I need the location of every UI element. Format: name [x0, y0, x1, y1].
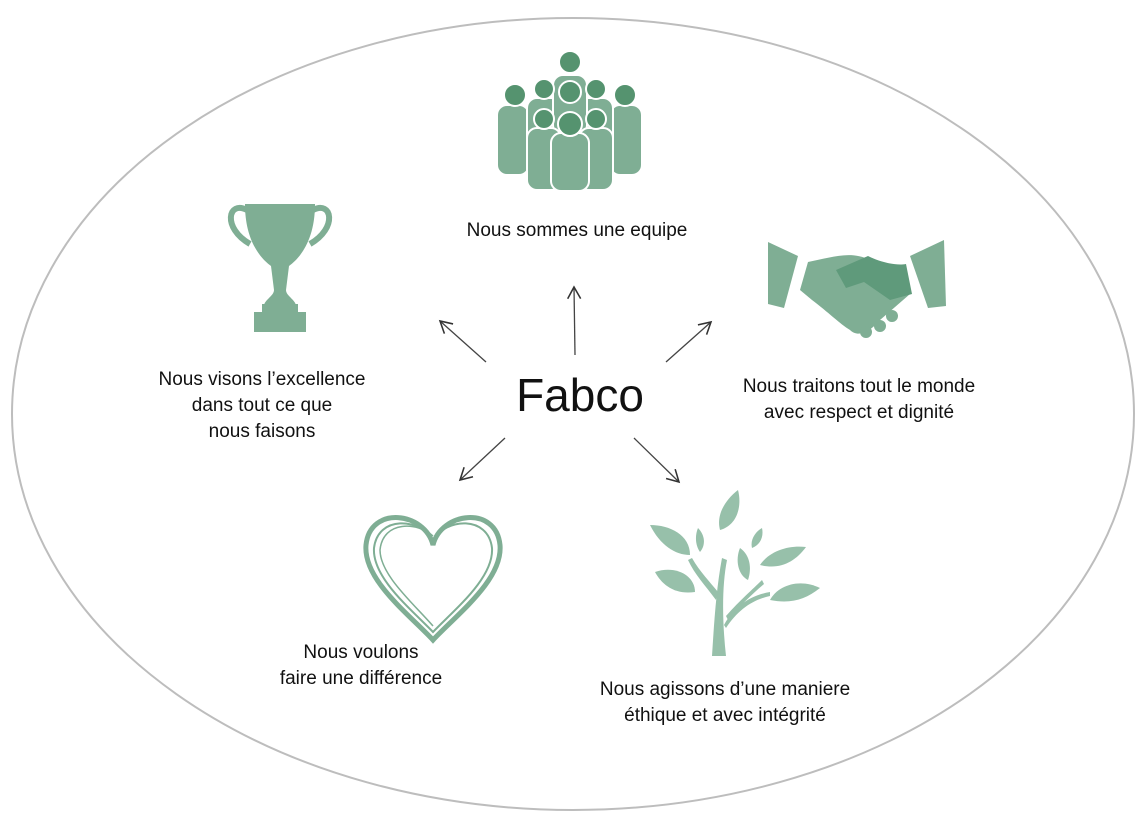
label-line: Nous voulons	[303, 642, 419, 663]
label-line: dans tout ce que	[191, 395, 333, 416]
arrow-down-right	[633, 437, 681, 484]
value-label-respect: Nous traitons tout le monde avec respect…	[743, 374, 975, 426]
label-line: faire une différence	[279, 668, 443, 689]
label-line: Nous traitons tout le monde	[742, 376, 976, 397]
label-line: éthique et avec intégrité	[624, 705, 826, 726]
arrow-down-left	[458, 437, 506, 482]
outer-ellipse	[11, 17, 1135, 811]
value-label-ethics: Nous agissons d’une maniere éthique et a…	[600, 677, 850, 729]
label-line: Nous sommes une equipe	[466, 220, 688, 241]
label-line: avec respect et dignité	[763, 402, 955, 423]
handshake-icon	[768, 240, 946, 338]
tree-icon	[650, 490, 820, 656]
trophy-icon	[227, 204, 333, 332]
label-line: nous faisons	[208, 421, 316, 442]
label-line: Nous agissons d’une maniere	[599, 679, 851, 700]
value-label-difference: Nous voulons faire une différence	[280, 640, 442, 692]
value-label-team: Nous sommes une equipe	[467, 218, 688, 244]
center-title: Fabco	[516, 369, 644, 421]
value-label-excellence: Nous visons l’excellence dans tout ce qu…	[159, 367, 366, 445]
label-line: Nous visons l’excellence	[158, 369, 366, 390]
arrow-up-left	[438, 319, 487, 363]
heart-icon	[363, 515, 503, 644]
arrow-up-right	[665, 320, 713, 363]
arrow-up	[566, 285, 582, 356]
team-people-icon	[496, 50, 643, 192]
